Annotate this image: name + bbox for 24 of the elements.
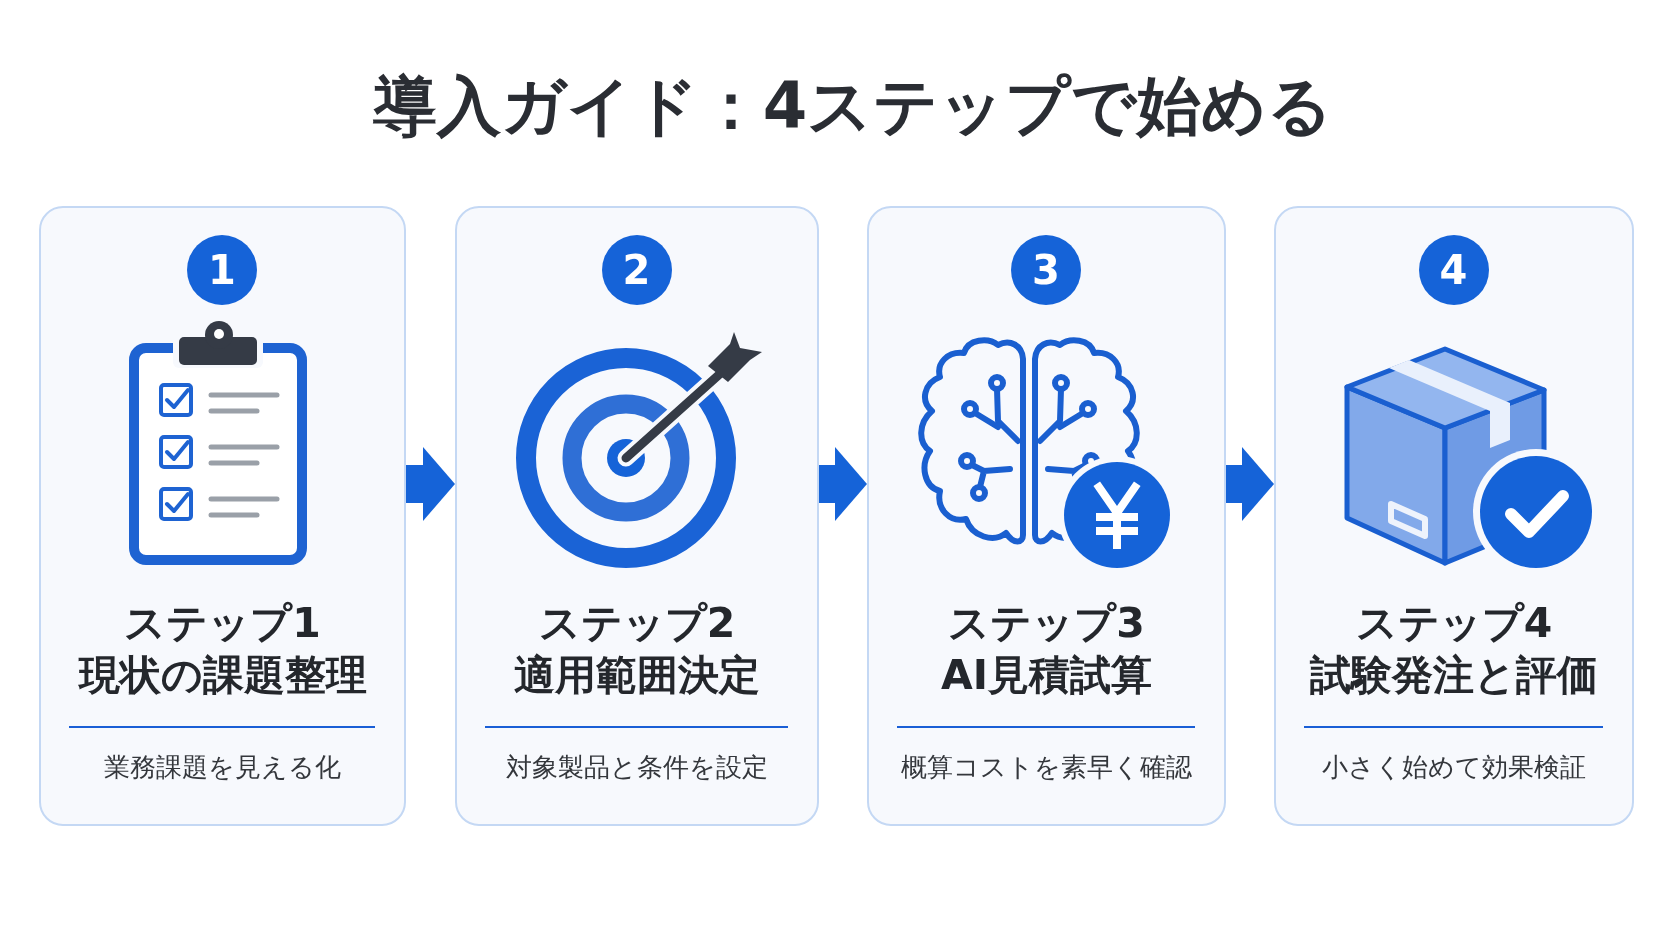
step-description: 対象製品と条件を設定 <box>506 750 768 783</box>
step-label: ステップ4 <box>1355 598 1553 649</box>
arrow <box>1226 447 1274 521</box>
arrow <box>406 447 455 521</box>
step-description: 概算コストを素早く確認 <box>901 750 1192 783</box>
step-card <box>1274 206 1634 826</box>
number-badge: 1 <box>187 234 257 305</box>
number-badge: 4 <box>1418 234 1489 305</box>
step-title: 適用範囲決定 <box>514 650 760 701</box>
step-title: 現状の課題整理 <box>78 650 367 701</box>
step-label: ステップ2 <box>538 598 736 649</box>
title: 導入ガイド：4ステップで始める <box>372 70 1334 144</box>
number-badge: 2 <box>601 234 672 305</box>
step-title: AI見積試算 <box>941 650 1152 701</box>
arrow <box>819 447 867 521</box>
step-card <box>39 206 406 826</box>
step-title: 試験発注と評価 <box>1310 650 1598 701</box>
number-badge: 3 <box>1011 234 1081 305</box>
step-card <box>867 206 1226 826</box>
step-label: ステップ1 <box>124 598 321 649</box>
step-label: ステップ3 <box>948 598 1145 649</box>
step-card <box>455 206 819 826</box>
step-description: 業務課題を見える化 <box>104 750 341 783</box>
step-description: 小さく始めて効果検証 <box>1322 750 1586 783</box>
